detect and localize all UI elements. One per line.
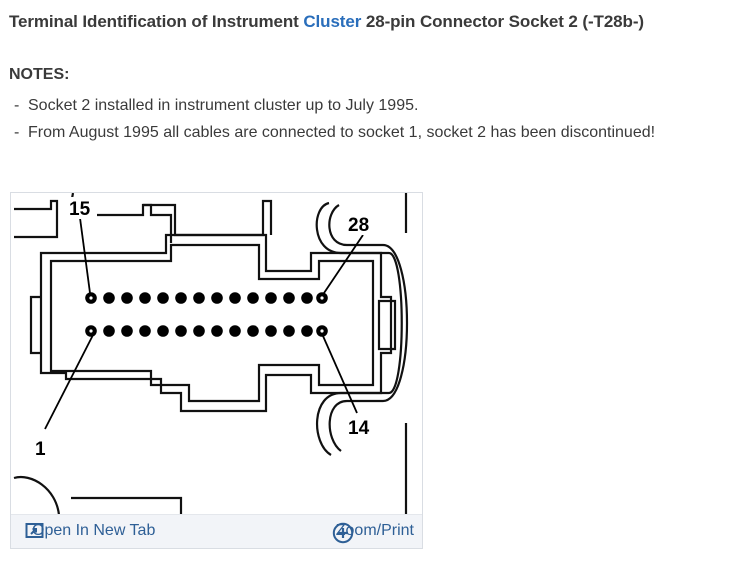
pin <box>193 325 205 337</box>
leader-1 <box>44 334 94 430</box>
pin <box>103 292 115 304</box>
pin <box>121 292 133 304</box>
leader-14 <box>322 335 358 414</box>
open-new-tab-button[interactable]: Open In New Tab <box>25 522 155 540</box>
leader-15 <box>79 217 91 294</box>
pin-label-1: 1 <box>35 439 46 460</box>
pin <box>211 292 223 304</box>
pin <box>175 325 187 337</box>
pin-row-top <box>85 292 328 304</box>
figure-toolbar: Open In New Tab Zoom/Print <box>11 514 422 548</box>
cable-loop <box>315 201 403 456</box>
pin <box>229 292 241 304</box>
housing-upper-step <box>143 199 273 237</box>
pin-label-14: 14 <box>348 418 370 439</box>
note-item: -From August 1995 all cables are connect… <box>14 124 656 141</box>
pin <box>175 292 187 304</box>
pin <box>301 325 313 337</box>
pin <box>121 325 133 337</box>
housing-right-latch <box>377 299 397 351</box>
pin <box>103 325 115 337</box>
pin-row-bottom <box>85 325 328 337</box>
housing-bottom-left <box>13 475 61 515</box>
connector-diagram: 15 28 1 14 <box>13 193 408 515</box>
pin <box>193 292 205 304</box>
zoom-print-button[interactable]: Zoom/Print <box>332 522 414 544</box>
leader-28 <box>323 234 364 294</box>
open-new-tab-label: Open In New Tab <box>32 522 156 539</box>
notes-list: -Socket 2 installed in instrument cluste… <box>14 92 655 146</box>
connector-figure[interactable]: 15 28 1 14 Open In New Tab Zoom/Pri <box>10 192 423 549</box>
pin <box>301 292 313 304</box>
title-prefix: Terminal Identification of Instrument <box>9 12 304 31</box>
note-text: From August 1995 all cables are connecte… <box>28 124 656 141</box>
pin <box>157 325 169 337</box>
cluster-link[interactable]: Cluster <box>303 12 362 31</box>
pin-label-15: 15 <box>69 199 91 220</box>
pin <box>139 292 151 304</box>
pin-label-28: 28 <box>348 215 369 236</box>
pin <box>283 325 295 337</box>
pin <box>157 292 169 304</box>
note-item: -Socket 2 installed in instrument cluste… <box>14 97 419 114</box>
title-suffix: 28-pin Connector Socket 2 (-T28b-) <box>361 12 644 31</box>
notes-heading: NOTES: <box>9 66 70 83</box>
pin <box>139 325 151 337</box>
zoom-print-label: Zoom/Print <box>335 522 414 539</box>
page-title: Terminal Identification of Instrument Cl… <box>9 12 644 32</box>
pin <box>211 325 223 337</box>
housing-inner-outline <box>49 243 375 403</box>
pin <box>247 292 259 304</box>
pin <box>229 325 241 337</box>
housing-bottom-block <box>71 496 183 515</box>
cable-loop-inner <box>328 204 408 452</box>
pin <box>283 292 295 304</box>
pin <box>265 325 277 337</box>
pin <box>265 292 277 304</box>
pin <box>247 325 259 337</box>
housing-left-tab <box>29 295 41 355</box>
note-text: Socket 2 installed in instrument cluster… <box>28 97 419 114</box>
housing-top-left-tab <box>14 199 59 239</box>
